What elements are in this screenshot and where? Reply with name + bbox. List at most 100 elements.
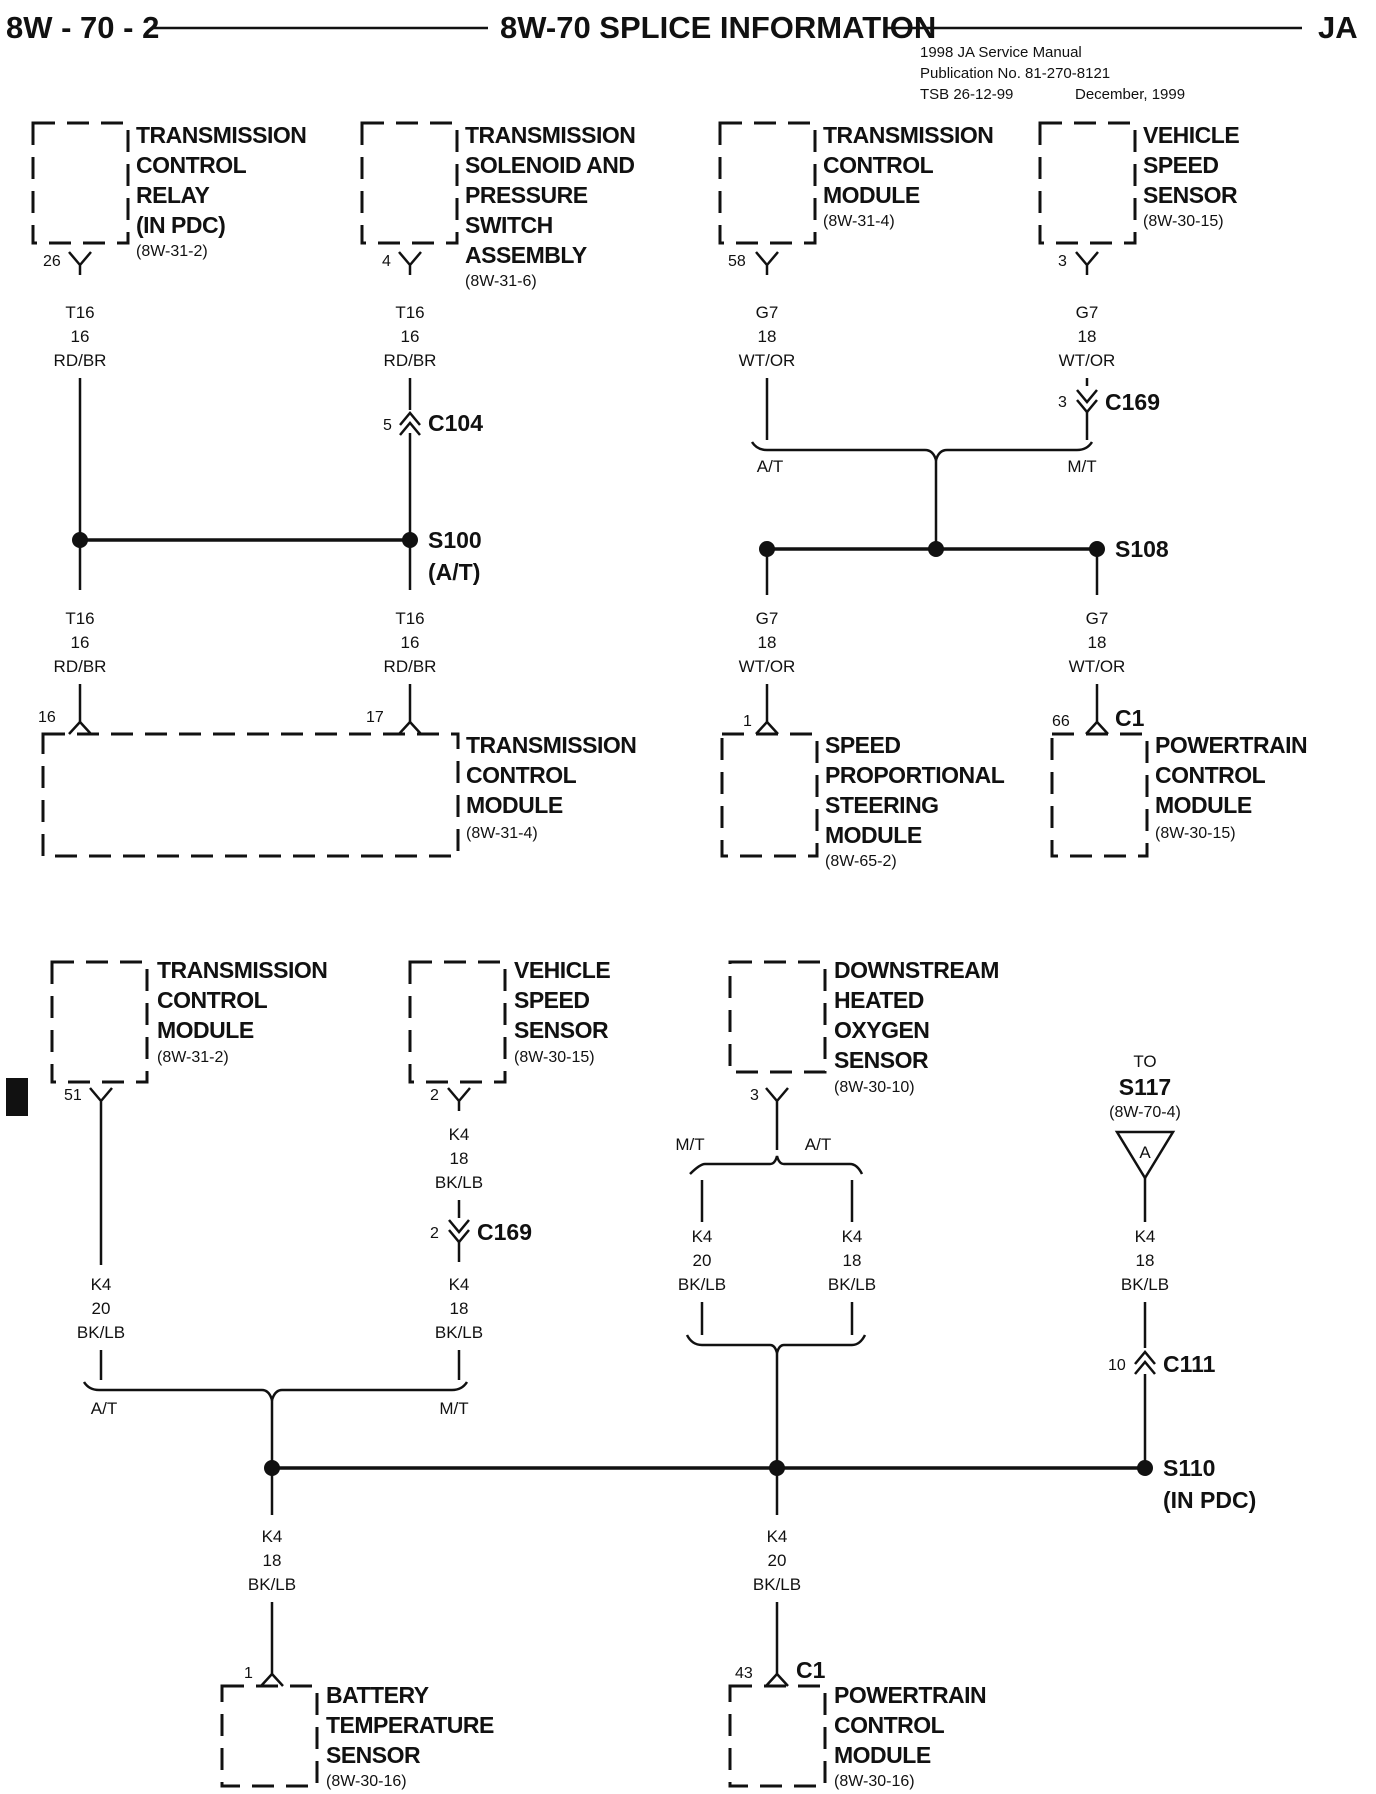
s108-tcm-label-2: CONTROL: [823, 152, 934, 178]
s108-tcm-label-1: TRANSMISSION: [823, 122, 993, 148]
battery-temperature-sensor-box: [220, 1684, 319, 1788]
wire-b-color: RD/BR: [384, 351, 437, 370]
solenoid-label-2: SOLENOID AND: [465, 152, 635, 178]
wire-a-circuit: T16: [65, 303, 94, 322]
o2-ref: (8W-30-10): [834, 1079, 915, 1096]
bts-pin-symbol: [260, 1672, 284, 1687]
spsm-pin: 1: [743, 713, 752, 730]
off-page-connector-letter: A: [1139, 1143, 1151, 1162]
s108-vss-pin-symbol: [1075, 251, 1099, 275]
s110-tcm-label-3: MODULE: [157, 1017, 254, 1043]
wire-b-gauge: 16: [401, 327, 420, 346]
s108-wire-d-gauge: 18: [1088, 633, 1107, 652]
wire-c-color: RD/BR: [54, 657, 107, 676]
tcm-pin17-symbol: [398, 720, 422, 735]
s108-pcm-label-2: CONTROL: [1155, 762, 1266, 788]
splice-s100-diagram: TRANSMISSION CONTROL RELAY (IN PDC) (8W-…: [31, 121, 637, 858]
s110-vss-pin: 2: [430, 1087, 439, 1104]
s108-node-center: [928, 541, 944, 557]
s108-wire-c-color: WT/OR: [739, 657, 796, 676]
s108-tcm-ref: (8W-31-4): [823, 213, 895, 230]
o2-label-1: DOWNSTREAM: [834, 957, 999, 983]
s110-vss-wire-bot-circuit: K4: [449, 1275, 470, 1294]
relay-ref: (8W-31-2): [136, 243, 208, 260]
speed-proportional-steering-module-box: [720, 732, 819, 858]
s110-tcm-pin: 51: [64, 1087, 82, 1104]
publication-manual: 1998 JA Service Manual: [920, 44, 1082, 61]
wire-d-gauge: 16: [401, 633, 420, 652]
spsm-pin-symbol: [755, 720, 779, 735]
s110-vss-pin-symbol: [447, 1087, 471, 1111]
s110-note: (IN PDC): [1163, 1487, 1256, 1513]
s108-pcm-ref: (8W-30-15): [1155, 825, 1236, 842]
page-edge-marker: [6, 1078, 28, 1116]
splice-s108-diagram: TRANSMISSION CONTROL MODULE (8W-31-4) 58…: [718, 121, 1308, 870]
o2-at-wire-color: BK/LB: [828, 1275, 876, 1294]
spsm-ref: (8W-65-2): [825, 853, 897, 870]
s110-pcm-label-2: CONTROL: [834, 1712, 945, 1738]
s110-vss-wire-bot-gauge: 18: [450, 1299, 469, 1318]
spsm-label-3: STEERING: [825, 792, 939, 818]
s110-tcm-box: [50, 960, 149, 1084]
o2-at-wire-gauge: 18: [843, 1251, 862, 1270]
s110-pcm-conn: C1: [796, 1657, 826, 1683]
s108-pcm-conn: C1: [1115, 705, 1145, 731]
s110-option-bracket-left: [82, 1381, 469, 1405]
o2-option-bracket-bottom: [685, 1334, 867, 1354]
s110-pcm-label-1: POWERTRAIN: [834, 1682, 986, 1708]
o2-label-4: SENSOR: [834, 1047, 929, 1073]
s110-node-right: [1137, 1460, 1153, 1476]
tcm-pin-17: 17: [366, 709, 384, 726]
s108-option-mt: M/T: [1067, 457, 1096, 476]
s110-tcm-ref: (8W-31-2): [157, 1049, 229, 1066]
o2-at-wire-circuit: K4: [842, 1227, 863, 1246]
tcm-pin-16: 16: [38, 709, 56, 726]
wire-b-circuit: T16: [395, 303, 424, 322]
transmission-control-relay-box: [31, 121, 130, 245]
s108-pcm-label-1: POWERTRAIN: [1155, 732, 1307, 758]
s108-tcm-pin-symbol: [755, 251, 779, 275]
s108-vss-label-1: VEHICLE: [1143, 122, 1239, 148]
s108-tcm-label-3: MODULE: [823, 182, 920, 208]
publication-tsb: TSB 26-12-99: [920, 86, 1013, 103]
bts-wire-gauge: 18: [263, 1551, 282, 1570]
s108-vss-ref: (8W-30-15): [1143, 213, 1224, 230]
to-splice-label: S117: [1119, 1074, 1171, 1100]
relay-label-1: TRANSMISSION: [136, 122, 306, 148]
s108-wire-b-gauge: 18: [1078, 327, 1097, 346]
tcm-pin16-symbol: [68, 720, 92, 735]
splice-s110-diagram: TRANSMISSION CONTROL MODULE (8W-31-2) 51…: [6, 957, 1256, 1790]
s108-wire-c-circuit: G7: [756, 609, 779, 628]
s108-pcm-pin: 66: [1052, 713, 1070, 730]
wire-c-circuit: T16: [65, 609, 94, 628]
s108-pcm-label-3: MODULE: [1155, 792, 1252, 818]
s108-option-bracket: [750, 441, 1094, 465]
o2-mt-wire-gauge: 20: [693, 1251, 712, 1270]
bts-ref: (8W-30-16): [326, 1773, 407, 1790]
wire-a-color: RD/BR: [54, 351, 107, 370]
s110-vss-label-2: SPEED: [514, 987, 589, 1013]
page-header: 8W - 70 - 2 8W-70 SPLICE INFORMATION JA …: [6, 10, 1358, 103]
o2-label-3: OXYGEN: [834, 1017, 929, 1043]
s110-pcm-wire-circuit: K4: [767, 1527, 788, 1546]
s100-note: (A/T): [428, 559, 480, 585]
section-code: JA: [1318, 10, 1358, 45]
s110-pcm-ref: (8W-30-16): [834, 1773, 915, 1790]
s110-option-mt: M/T: [439, 1399, 468, 1418]
solenoid-label-5: ASSEMBLY: [465, 242, 587, 268]
s110-pcm-pin: 43: [735, 1665, 753, 1682]
s110-vss-wire-top-color: BK/LB: [435, 1173, 483, 1192]
s110-pcm-label-3: MODULE: [834, 1742, 931, 1768]
o2-label-2: HEATED: [834, 987, 924, 1013]
s100-tcm-ref: (8W-31-4): [466, 825, 538, 842]
bts-label-3: SENSOR: [326, 1742, 421, 1768]
s100-transmission-control-module-box: [41, 732, 460, 858]
to-wire-circuit: K4: [1135, 1227, 1156, 1246]
s108-wire-a-gauge: 18: [758, 327, 777, 346]
s108-vss-label-3: SENSOR: [1143, 182, 1238, 208]
bts-label-1: BATTERY: [326, 1682, 429, 1708]
c111-pin: 10: [1108, 1357, 1126, 1374]
s110-c169-pin: 2: [430, 1225, 439, 1242]
o2-pin-symbol: [765, 1087, 789, 1150]
s108-pcm-pin-symbol: [1085, 720, 1109, 735]
